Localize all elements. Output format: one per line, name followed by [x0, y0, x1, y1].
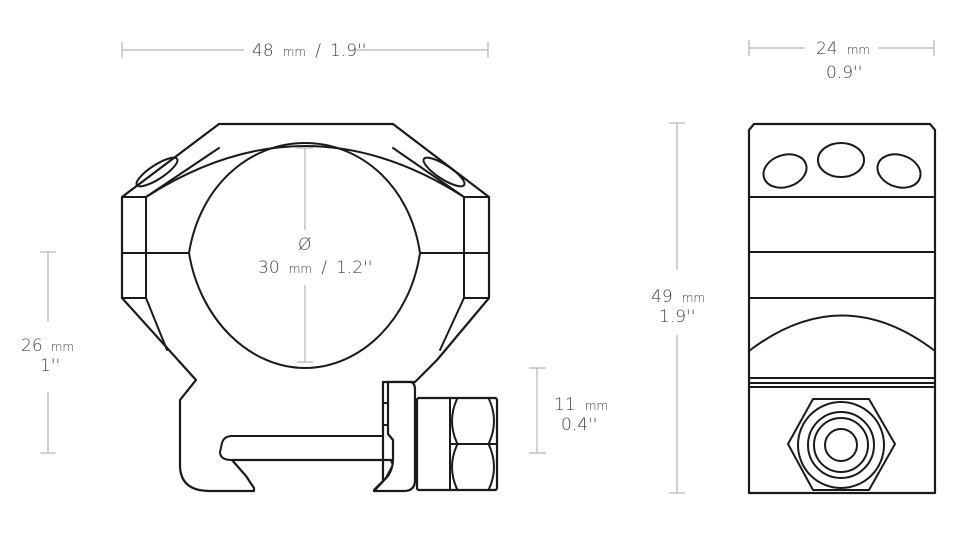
ring-diameter-imperial: 1.2'' [336, 258, 372, 278]
svg-text:48 mm / 1.9': 48 mm / 1.9'' [252, 41, 366, 61]
ring-diameter-value: 30 [258, 258, 280, 278]
total-height-dimension: 49 mm 1.9'' [651, 122, 705, 494]
clamp-height-imperial: 0.4'' [561, 415, 597, 435]
screw-head-center-icon [817, 142, 865, 178]
svg-text:30 mm / 1.2': 30 mm / 1.2'' [258, 258, 372, 278]
screw-head-left-icon [762, 153, 808, 189]
svg-text:26 mm: 26 mm [21, 336, 74, 356]
center-height-dimension: 26 mm 1'' [21, 251, 74, 454]
width-front-dimension: 48 mm / 1.9'' [121, 41, 489, 61]
width-side-imperial: 0.9'' [826, 63, 862, 83]
width-front-separator: / [315, 41, 321, 61]
total-height-value: 49 [651, 287, 673, 307]
clamp-height-value: 11 [554, 395, 576, 415]
center-height-unit: mm [51, 340, 74, 354]
ring-diameter-separator: / [321, 258, 327, 278]
width-front-value: 48 [252, 41, 274, 61]
svg-text:11 mm: 11 mm [554, 395, 608, 415]
left-bottom-bevel [145, 297, 168, 351]
rail-slot [219, 435, 384, 461]
ring-bore [188, 142, 421, 369]
svg-text:49 mm: 49 mm [651, 287, 705, 307]
side-view [747, 122, 937, 495]
width-front-imperial: 1.9'' [330, 41, 366, 61]
center-height-value: 26 [21, 336, 43, 356]
width-side-value: 24 [816, 39, 838, 59]
clamp-height-unit: mm [585, 399, 608, 413]
side-body-outline [747, 122, 937, 495]
width-front-unit: mm [283, 45, 306, 59]
clamp-height-dimension: 11 mm 0.4'' [529, 367, 608, 454]
left-facet [121, 196, 147, 299]
front-view: Ø 30 mm / 1.2'' [120, 122, 499, 493]
side-bore-arc [748, 314, 936, 352]
total-height-imperial: 1.9'' [659, 307, 695, 327]
clamp-nut-icon [415, 396, 499, 492]
right-bottom-bevel [439, 297, 465, 351]
diameter-symbol: Ø [298, 235, 311, 255]
screw-head-right-icon [876, 153, 922, 189]
right-facet [463, 196, 490, 299]
ring-cap-arch [145, 145, 465, 198]
total-height-unit: mm [682, 291, 705, 305]
svg-text:24 mm: 24 mm [816, 39, 870, 59]
width-side-unit: mm [847, 43, 870, 57]
right-screw-slot-icon [422, 156, 466, 188]
ring-diameter-unit: mm [289, 262, 312, 276]
center-height-imperial: 1'' [40, 356, 60, 376]
width-side-dimension: 24 mm 0.9'' [748, 39, 935, 83]
clamp-bar [372, 380, 417, 493]
left-screw-slot-icon [135, 156, 179, 188]
side-hex-nut-icon [787, 398, 896, 491]
